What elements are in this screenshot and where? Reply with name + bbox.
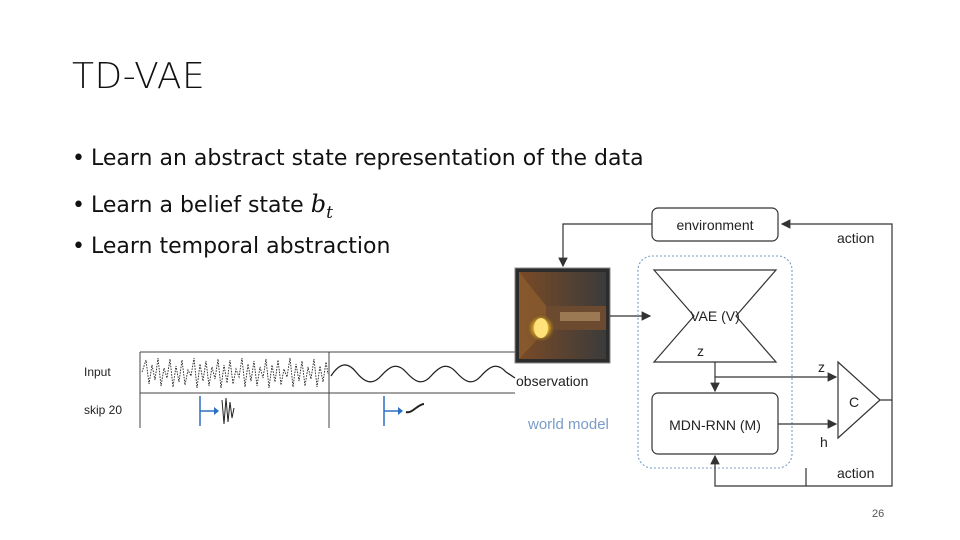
world-model-label: world model [527,416,609,433]
env-to-obs-arrow [558,223,652,268]
bullet-text: Learn an abstract state representation o… [91,146,644,171]
action-to-env-arrow [780,219,893,401]
environment-label: environment [676,217,753,233]
mdn-rnn-label: MDN-RNN (M) [669,417,761,433]
observation-label: observation [516,373,588,389]
bullet-dot: • [72,234,85,259]
slide-title: TD-VAE [72,56,206,97]
bullet-text: Learn a belief state [91,193,304,218]
observation-image [514,267,611,364]
action-label-bottom: action [837,465,874,481]
bullet-dot: • [72,146,85,171]
controller-label: C [849,394,859,410]
z-inside-label: z [697,343,704,359]
bullet-item-1: •Learn an abstract state representation … [72,146,644,171]
controller-shape [837,360,881,440]
skip-marker-1 [199,396,235,426]
belief-state-math: bt [310,190,333,223]
h-label: h [820,434,828,450]
action-label-top: action [837,230,874,246]
slide-number: 26 [872,508,885,520]
z-right-label: z [818,359,825,375]
skip-marker-2 [383,396,425,426]
signal-figure: Input skip 20 [84,351,516,428]
action-to-mdn-arrow [710,400,893,487]
bullet-item-3: •Learn temporal abstraction [72,234,390,259]
world-model-diagram: environment action observation world mod… [514,207,893,487]
row-label-skip: skip 20 [84,403,122,417]
sine-signal [330,364,516,383]
bullet-item-2: •Learn a belief state bt [72,190,333,223]
vae-label: VAE (V) [690,308,740,324]
vae-shape [652,269,778,363]
noise-signal [141,357,329,389]
bullet-dot: • [72,193,85,218]
bullet-text: Learn temporal abstraction [91,234,391,259]
row-label-input: Input [84,365,111,379]
